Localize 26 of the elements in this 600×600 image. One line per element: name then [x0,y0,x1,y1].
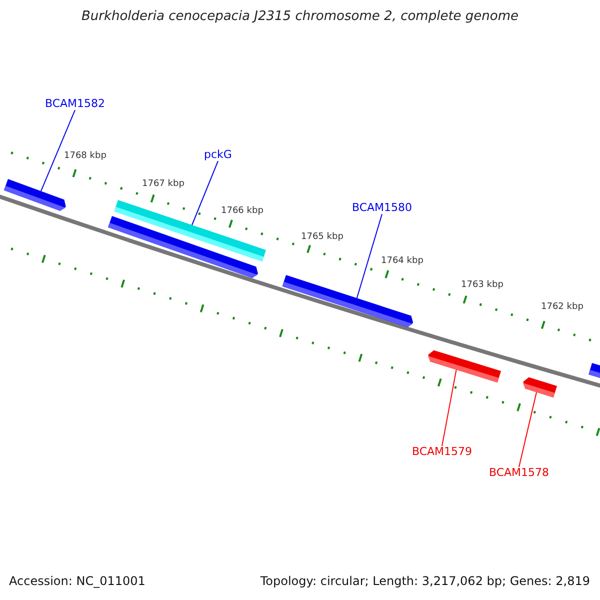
leader-line [40,110,76,192]
position-label: 1763 kbp [461,281,504,291]
leader-line [518,392,537,468]
gene-feature [428,350,501,382]
position-label: 1765 kbp [301,233,344,243]
position-label: 1767 kbp [142,180,184,190]
gene-feature [522,377,557,398]
position-label: 1766 kbp [221,207,264,217]
position-label: 1768 kbp [64,152,106,162]
gene-feature [4,179,66,211]
gene-label: BCAM1578 [489,467,550,480]
diagram-title: Burkholderia cenocepacia J2315 chromosome 2, complete genome [80,10,520,24]
position-label: 1762 kbp [541,303,584,313]
gene-label: BCAM1580 [352,202,412,214]
accession-note: Accession: NC_011001 [9,575,146,588]
gene-feature [282,275,414,328]
gene-label: BCAM1582 [45,98,106,110]
gene-feature [108,216,258,278]
genome-summary-note: Topology: circular; Length: 3,217,062 bp; Genes: 2,819 [260,575,590,588]
leader-line [442,369,457,446]
leader-line [356,214,382,299]
leader-line [192,160,218,226]
gene-label: pckG [204,149,232,162]
gene-feature [588,363,600,380]
position-label: 1764 kbp [381,257,424,267]
gene-label: BCAM1579 [412,446,472,458]
